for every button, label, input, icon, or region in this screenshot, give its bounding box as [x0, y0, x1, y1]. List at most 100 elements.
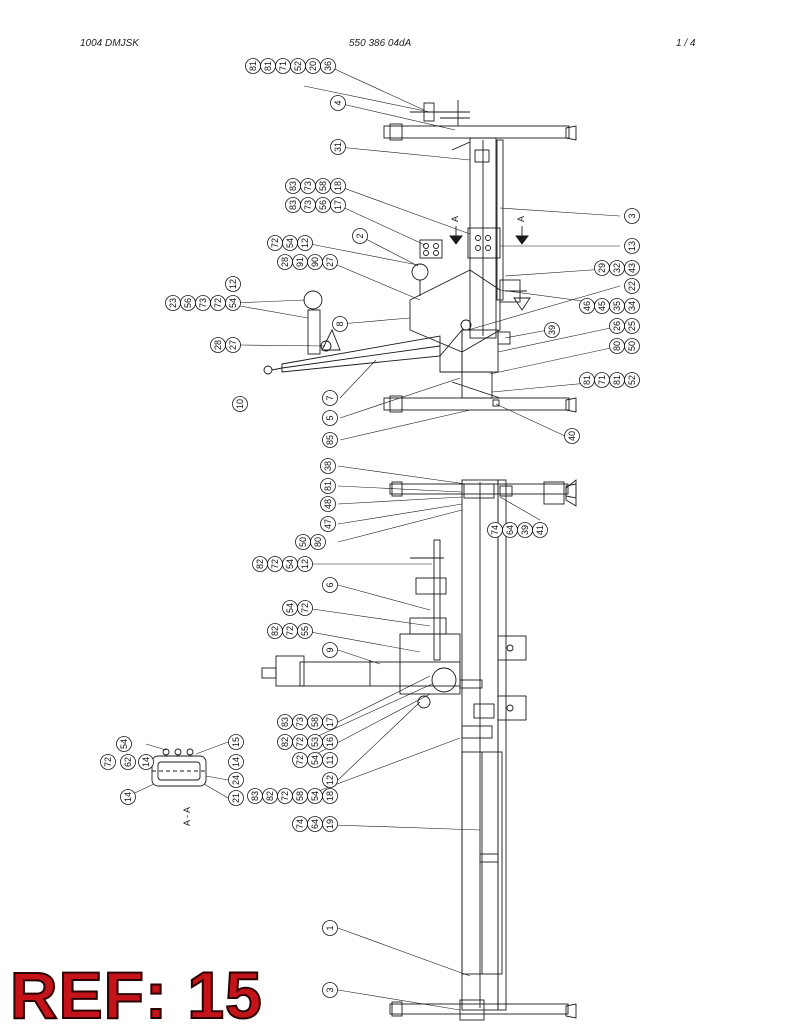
callout-number: 24 — [231, 775, 241, 785]
callout-top-assembly-2: 31 — [330, 139, 346, 155]
callout-number: 28 — [280, 257, 290, 267]
callout-number: 26 — [612, 321, 622, 331]
callout-number: 39 — [520, 525, 530, 535]
lower-top-crossbar — [389, 483, 569, 495]
callout-number: 12 — [228, 279, 238, 289]
callout-balloon — [322, 432, 338, 448]
callout-balloon — [120, 789, 136, 805]
callout-number: 54 — [310, 755, 320, 765]
callout-balloon — [252, 556, 268, 572]
callout-number: 85 — [325, 435, 335, 445]
callout-balloon — [225, 276, 241, 292]
top-crossbar-end-cap — [565, 125, 577, 141]
callout-balloon — [120, 754, 136, 770]
callout-number: 73 — [303, 200, 313, 210]
callout-bottom-assembly-2: 48 — [320, 496, 336, 512]
callout-balloon — [277, 734, 293, 750]
callout-balloon — [100, 754, 116, 770]
callout-number: 5 — [325, 415, 335, 420]
upper-boom — [281, 335, 441, 373]
callout-section-view-0: 54 — [116, 736, 132, 752]
callout-balloon — [245, 58, 261, 74]
callout-number: 41 — [535, 525, 545, 535]
callout-number: 81 — [248, 61, 258, 71]
callout-number: 83 — [288, 200, 298, 210]
callout-balloon — [285, 178, 301, 194]
control-block — [467, 227, 501, 259]
callout-number: 72 — [295, 755, 305, 765]
lower-assembly — [261, 479, 577, 1021]
callout-number: 46 — [582, 301, 592, 311]
callout-number: 83 — [288, 181, 298, 191]
callout-number: 80 — [313, 537, 323, 547]
callout-section-view-1: 15 — [228, 734, 244, 750]
callout-section-view-7: 14 — [120, 789, 136, 805]
callout-balloon — [322, 772, 338, 788]
callout-number: 72 — [270, 559, 280, 569]
callout-number: 40 — [567, 431, 577, 441]
callout-balloon — [322, 920, 338, 936]
callout-number: 71 — [278, 61, 288, 71]
callout-number: 64 — [310, 819, 320, 829]
callout-number: 83 — [250, 791, 260, 801]
callout-number: 54 — [285, 603, 295, 613]
callout-number: 80 — [612, 341, 622, 351]
callout-number: 25 — [627, 321, 637, 331]
callout-number: 13 — [627, 241, 637, 251]
callout-number: 50 — [298, 537, 308, 547]
callout-balloon — [322, 390, 338, 406]
callout-number: 22 — [627, 281, 637, 291]
callout-number: 17 — [333, 200, 343, 210]
callout-bottom-assembly-1: 81 — [320, 478, 336, 494]
callout-number: 11 — [325, 755, 335, 764]
callout-top-assembly-21: 39 — [544, 322, 560, 338]
leader-lines — [125, 65, 621, 1011]
callout-number: 58 — [318, 181, 328, 191]
callout-number: 54 — [228, 298, 238, 308]
valve-block — [419, 239, 443, 259]
callout-number: 19 — [325, 819, 335, 829]
callout-balloon — [116, 736, 132, 752]
callout-number: 72 — [103, 757, 113, 767]
callout-balloon — [330, 95, 346, 111]
callout-number: 23 — [168, 298, 178, 308]
callout-number: 14 — [123, 792, 133, 802]
callout-balloon — [320, 458, 336, 474]
header-part-number: 550 386 04dA — [349, 38, 412, 49]
callout-balloon — [210, 337, 226, 353]
top-crossbar — [383, 125, 570, 139]
callout-balloon — [594, 260, 610, 276]
callout-number: 21 — [231, 793, 241, 803]
callout-balloon — [352, 228, 368, 244]
callout-number: 8 — [335, 321, 345, 326]
callout-top-assembly-17: 13 — [624, 238, 640, 254]
callout-section-view-4: 14 — [138, 754, 154, 770]
callout-bottom-assembly-4: 80 50 — [295, 534, 326, 550]
callout-number: 83 — [280, 717, 290, 727]
main-frame-right — [497, 479, 507, 1011]
callout-number: 39 — [547, 325, 557, 335]
callout-number: 9 — [325, 647, 335, 652]
callout-balloon — [320, 516, 336, 532]
callout-number: 54 — [285, 559, 295, 569]
callout-section-view-6: 21 — [228, 790, 244, 806]
section-a-a-view — [151, 748, 207, 787]
callout-balloon — [292, 752, 308, 768]
callout-section-view-3: 62 — [120, 754, 136, 770]
callout-number: 38 — [323, 461, 333, 471]
side-plate-top — [497, 635, 527, 661]
callout-balloon — [487, 522, 503, 538]
upper-mast-rail — [496, 139, 504, 301]
callout-number: 48 — [323, 499, 333, 509]
section-marker-left: A — [450, 216, 460, 222]
callout-balloon — [624, 278, 640, 294]
callout-number: 81 — [263, 61, 273, 71]
hook — [263, 365, 273, 375]
callout-number: 52 — [627, 375, 637, 385]
